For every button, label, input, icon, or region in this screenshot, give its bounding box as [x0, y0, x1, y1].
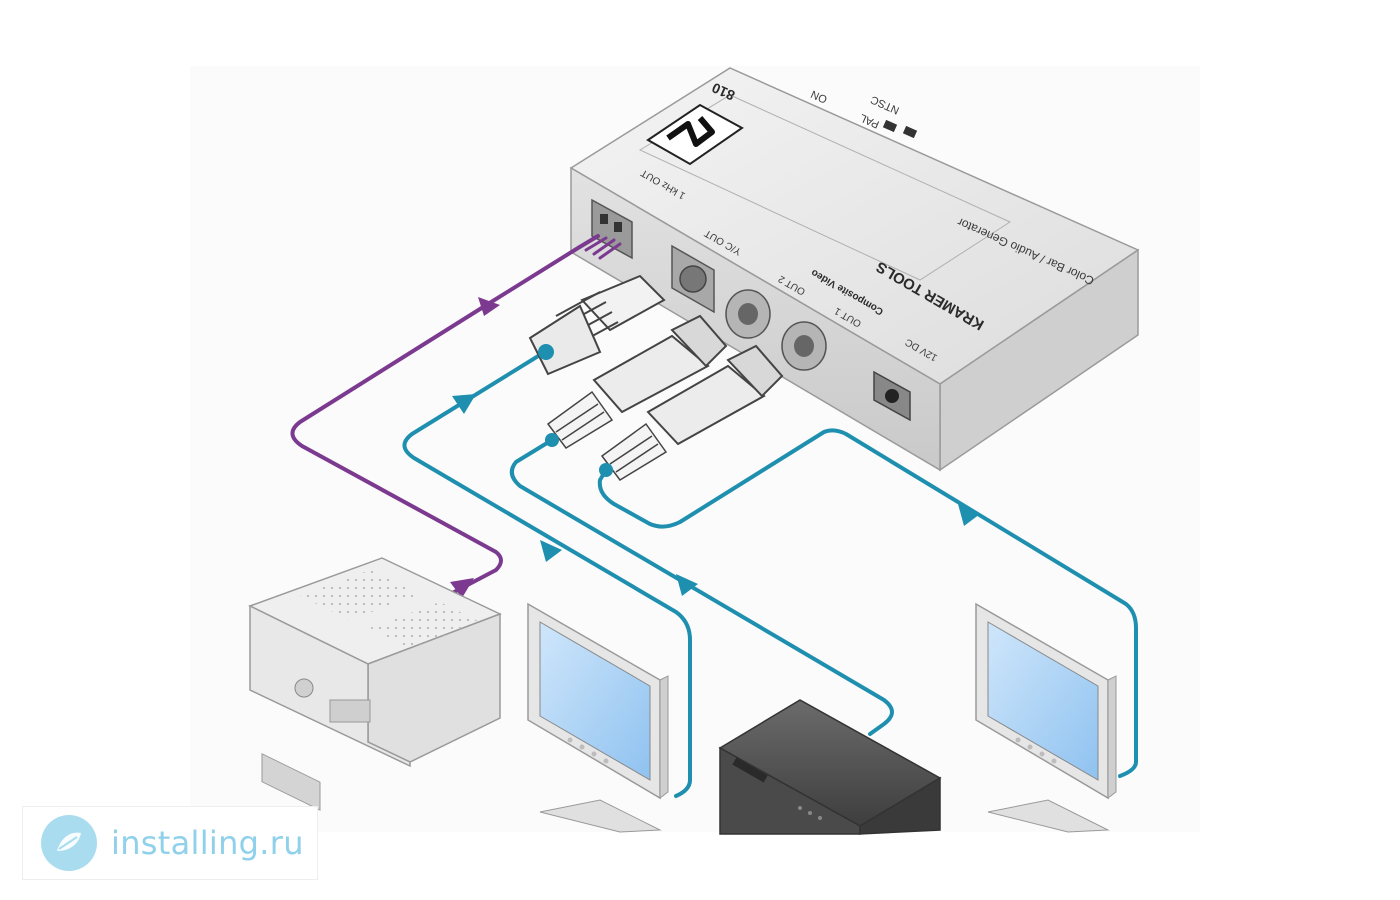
yc-out-port: [671, 244, 715, 314]
yc-arrow-1: [452, 394, 476, 414]
watermark: installing.ru: [22, 806, 318, 880]
out2-cable: [509, 438, 894, 736]
yc-arrow-2: [540, 540, 562, 562]
watermark-text: installing.ru: [111, 824, 304, 862]
monitor-left: [527, 602, 669, 833]
dc-power-jack: [873, 370, 911, 422]
yc-cable: [402, 348, 692, 798]
yc-plug: [528, 274, 666, 376]
dvd-player: [718, 699, 942, 835]
out1-arrow: [958, 504, 980, 526]
kramer-logo: [646, 103, 744, 166]
leaf-circle-icon: [41, 815, 97, 871]
pal-ntsc-switch: [882, 119, 918, 139]
out2-arrow: [676, 574, 698, 596]
out1-bnc-port: [781, 321, 827, 371]
out2-bnc-plug: [545, 314, 728, 449]
out2-bnc-port: [725, 289, 771, 339]
audio-arrow-1: [478, 297, 500, 316]
audio-terminal: [591, 198, 633, 260]
arrowheads: [450, 297, 980, 598]
audio-cable: [290, 234, 600, 612]
out1-cable: [597, 428, 1138, 778]
monitor-right: [975, 602, 1117, 833]
generator-device: 810 ON PAL NTSC Color Bar / Audio Genera…: [569, 67, 1140, 472]
audio-arrow-2: [450, 578, 474, 598]
audio-receiver: [248, 557, 502, 811]
cables: [290, 234, 1138, 798]
out1-bnc-plug: [599, 344, 784, 481]
